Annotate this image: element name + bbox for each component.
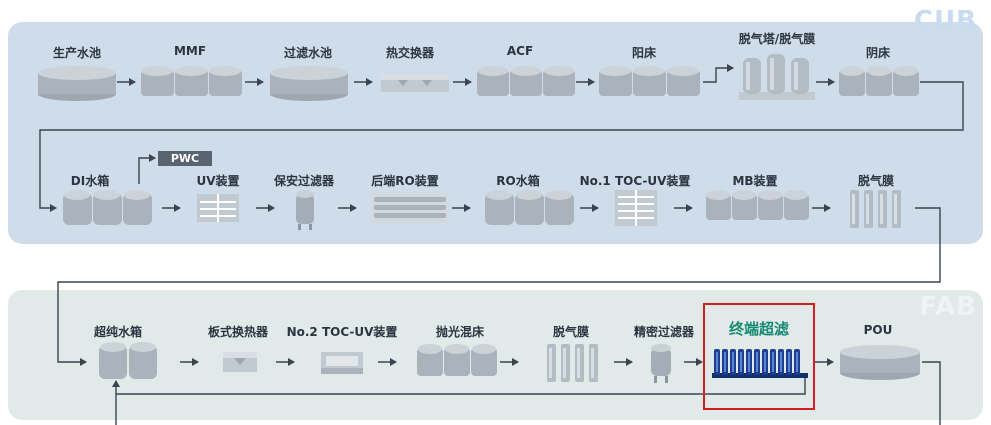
- fab-zone-label: FAB: [919, 292, 977, 322]
- label-ultrafilter: 终端超滤: [728, 320, 790, 338]
- label-toc-uv-2: No.2 TOC-UV装置: [286, 325, 398, 339]
- label-precision-filter: 精密过滤器: [633, 325, 695, 339]
- plate-heat-exchanger-icon: [222, 350, 258, 374]
- label-pou: POU: [863, 323, 893, 337]
- label-degas-membrane-2: 脱气膜: [552, 325, 590, 339]
- toc-uv-1-icon: [614, 188, 658, 228]
- label-acf: ACF: [506, 44, 534, 58]
- label-production-tank: 生产水池: [52, 46, 102, 60]
- mmf-tanks-icon: [140, 64, 244, 100]
- uv-unit-icon: [196, 192, 240, 224]
- label-security-filter: 保安过滤器: [273, 174, 335, 188]
- ro-tank-icon: [484, 188, 576, 228]
- label-ultrapure-tank: 超纯水箱: [93, 325, 143, 339]
- filter-tank-icon: [268, 64, 350, 102]
- label-ro-tank: RO水箱: [496, 174, 540, 188]
- label-filter-tank: 过滤水池: [283, 46, 333, 60]
- di-tank-icon: [62, 188, 154, 228]
- degas-membrane-1-icon: [848, 186, 908, 230]
- label-polish-mixed-bed: 抛光混床: [435, 325, 485, 339]
- label-degas-tower: 脱气塔/脱气膜: [738, 32, 816, 46]
- ultrapure-tank-icon: [98, 340, 158, 382]
- cation-bed-icon: [598, 64, 702, 100]
- label-uv-unit: UV装置: [196, 174, 240, 188]
- ultrafilter-icon: [712, 347, 808, 379]
- heat-exchanger-icon: [380, 72, 450, 94]
- pou-tank-icon: [838, 343, 922, 381]
- label-mmf: MMF: [173, 44, 207, 58]
- toc-uv-2-icon: [320, 350, 364, 376]
- degas-tower-icon: [737, 48, 817, 102]
- label-heat-exchanger: 热交换器: [385, 46, 435, 60]
- label-cation-bed: 阳床: [631, 46, 657, 60]
- mb-unit-icon: [705, 188, 811, 224]
- polish-mixed-bed-icon: [416, 342, 498, 380]
- label-anion-bed: 阴床: [865, 46, 891, 60]
- ultrafilter-highlight-box: [703, 303, 815, 410]
- label-toc-uv-1: No.1 TOC-UV装置: [579, 174, 691, 188]
- production-tank-icon: [36, 64, 118, 102]
- back-ro-icon: [370, 192, 450, 224]
- degas-membrane-2-icon: [545, 340, 605, 384]
- label-mb-unit: MB装置: [732, 174, 778, 188]
- acf-tanks-icon: [476, 64, 576, 100]
- precision-filter-icon: [646, 340, 676, 384]
- cub-zone-label: CUB: [913, 6, 977, 36]
- label-back-ro: 后端RO装置: [371, 174, 439, 188]
- security-filter-icon: [292, 188, 318, 230]
- pwc-badge: PWC: [158, 151, 212, 166]
- label-di-tank: DI水箱: [70, 174, 110, 188]
- label-plate-heat-exchanger: 板式换热器: [207, 325, 269, 339]
- label-degas-membrane-1: 脱气膜: [857, 174, 895, 188]
- anion-bed-icon: [838, 64, 920, 100]
